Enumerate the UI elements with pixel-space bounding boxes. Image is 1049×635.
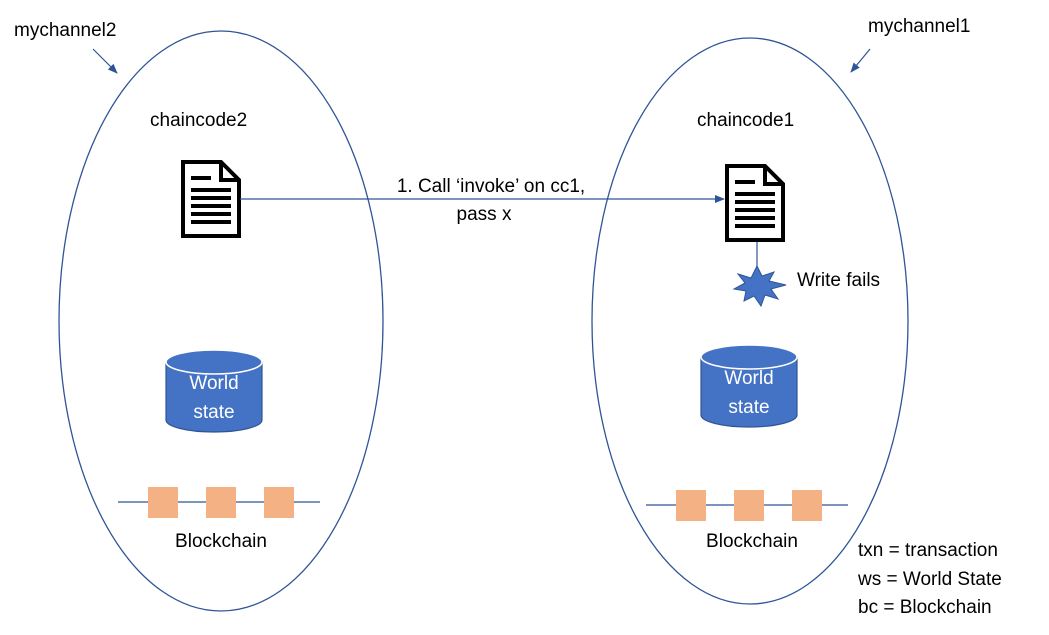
block [264,487,294,518]
block [792,490,822,521]
legend: txn = transaction ws = World State bc = … [858,537,1002,623]
channel-1-pointer [850,48,871,73]
legend-item-ws: ws = World State [858,568,1002,590]
chaincode-1-label: chaincode1 [697,110,794,131]
blockchain-2 [118,487,320,518]
world-state-1-label-line2: state [728,397,769,418]
chaincode-1-document-icon [725,164,785,242]
channel-1-label: mychannel1 [868,16,970,37]
world-state-2-label-line1: World [189,373,238,394]
block [148,487,178,518]
channel-1-boundary [591,37,909,605]
block [676,490,706,521]
blockchain-1-label: Blockchain [706,531,798,552]
world-state-1-label-line1: World [724,368,773,389]
legend-item-txn: txn = transaction [858,540,998,561]
invoke-call-label-line2: pass x [457,204,512,225]
invoke-call-label-line1: 1. Call ‘invoke’ on cc1, [397,176,585,197]
blockchain-1 [646,490,848,521]
channel-2-boundary [58,30,384,612]
write-fails-label: Write fails [797,270,880,291]
write-fails-burst-icon [732,264,787,308]
blockchain-2-label: Blockchain [175,531,267,552]
channel-2-pointer [92,48,118,74]
chaincode-2-document-icon [181,160,241,238]
legend-item-bc: bc = Blockchain [858,597,992,618]
block [206,487,236,518]
block [734,490,764,521]
chaincode-2-label: chaincode2 [150,110,247,131]
channel-2-label: mychannel2 [14,20,116,41]
world-state-2-label-line2: state [193,402,234,423]
world-state-2-cylinder [165,349,263,433]
world-state-1-cylinder [700,344,798,428]
